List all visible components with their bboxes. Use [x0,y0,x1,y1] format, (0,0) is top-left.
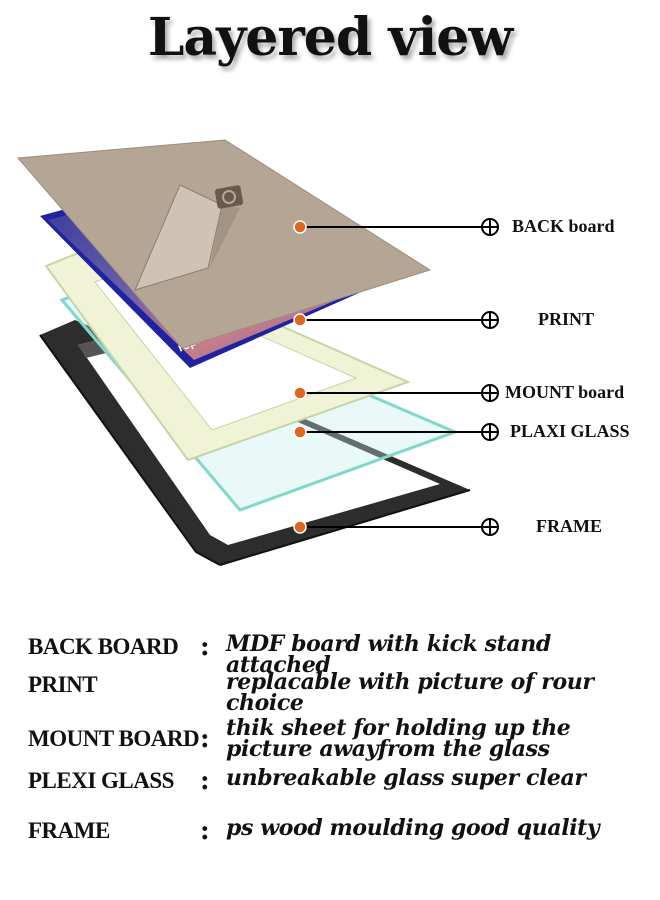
spec-row-back-board: BACK BOARD : MDF board with kick stand a… [28,628,648,676]
spec-description: MDF board with kick stand attached [226,631,551,678]
layer-label-back-board: BACK board [512,216,615,236]
layer-marker-back-board [293,220,307,234]
layer-marker-plaxi-glass [293,425,307,439]
spec-term: PLEXI GLASS [28,768,174,793]
back-board-layer [16,139,432,349]
crosshair-icon [481,218,499,236]
spec-colon: : [200,816,210,846]
spec-description: unbreakable glass super clear [226,765,586,791]
spec-row-frame: FRAME : ps wood moulding good quality [28,812,648,852]
spec-description: ps wood moulding good quality [226,815,600,841]
crosshair-icon [481,384,499,402]
layer-marker-mount-board [293,386,307,400]
spec-term: BACK BOARD [28,634,179,659]
layer-leaders [293,218,499,536]
layer-marker-frame [293,520,307,534]
layered-frame-diagram: replace with your image [16,139,499,566]
layer-label-frame: FRAME [536,516,602,536]
spec-row-plexi-glass: PLEXI GLASS : unbreakable glass super cl… [28,762,648,802]
spec-term: FRAME [28,818,110,843]
spec-colon: : [200,766,210,796]
layer-label-mount-board: MOUNT board [505,382,625,402]
spec-colon: : [200,632,210,662]
layer-label-plaxi-glass: PLAXI GLASS [510,421,630,441]
spec-term: PRINT [28,672,98,697]
backboard-logo-icon [214,185,244,209]
page-title: Layered view [147,7,513,68]
spec-description: replacable with picture of rour choice [226,669,594,716]
spec-description: thik sheet for holding up the picture aw… [226,715,571,762]
crosshair-icon [481,423,499,441]
spec-row-print: PRINT replacable with picture of rour ch… [28,666,648,714]
crosshair-icon [481,311,499,329]
spec-row-mount-board: MOUNT BOARD : thik sheet for holding up … [28,712,648,760]
spec-term: MOUNT BOARD [28,726,200,751]
layer-marker-print [293,313,307,327]
layer-label-print: PRINT [538,309,595,329]
spec-colon: : [200,724,210,754]
crosshair-icon [481,518,499,536]
